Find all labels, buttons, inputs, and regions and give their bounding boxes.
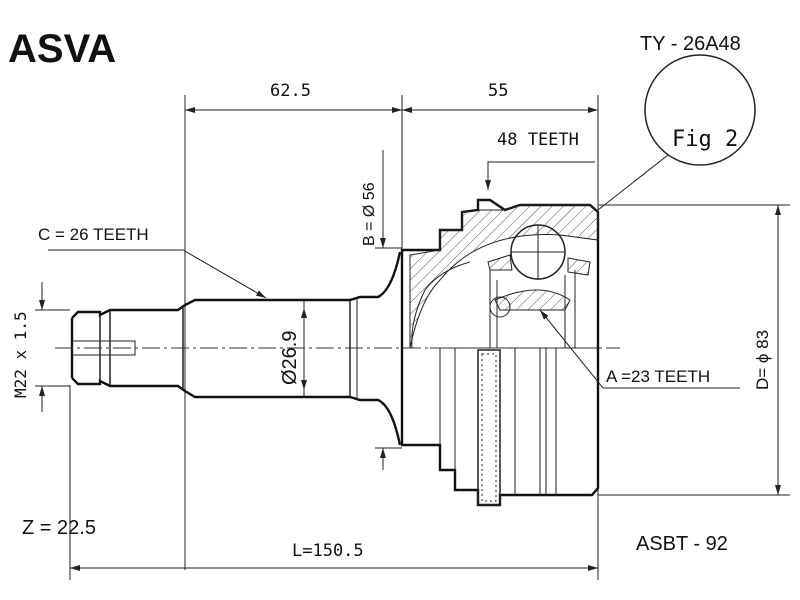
dim-62-5: 62.5	[270, 81, 311, 101]
c-teeth-label: C = 26 TEETH	[38, 225, 149, 244]
product-code: ASBT - 92	[636, 533, 728, 555]
part-number: TY - 26A48	[640, 33, 741, 55]
dim-length: L=150.5	[292, 541, 364, 561]
dim-shaft-diameter: Ø26.9	[279, 331, 301, 385]
dim-thread: M22 x 1.5	[11, 311, 30, 398]
dim-outer-diameter: D= ϕ 83	[753, 330, 772, 390]
fig-2-detail: Fig 2	[597, 54, 756, 211]
dim-b-diameter: B = Ø 56	[361, 182, 378, 246]
fig-label: Fig 2	[672, 127, 738, 152]
z-value: Z = 22.5	[22, 517, 96, 539]
cv-housing	[400, 198, 600, 507]
brand-logo: ASVA	[8, 27, 116, 71]
a-teeth-label: A =23 TEETH	[606, 367, 710, 386]
abs-ring	[477, 349, 501, 506]
dim-55: 55	[488, 81, 508, 101]
abs-teeth-label: 48 TEETH	[497, 130, 579, 150]
